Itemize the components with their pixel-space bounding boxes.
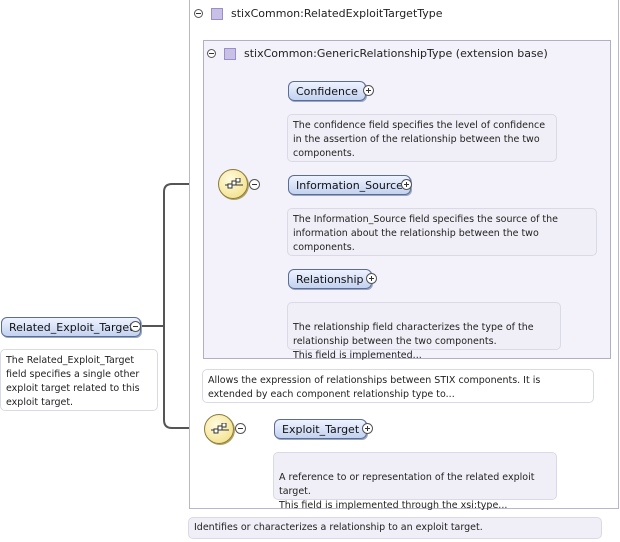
exploit-target-label: Exploit_Target [282,423,360,436]
root-element[interactable]: Related_Exploit_Target [1,317,142,337]
collapse-icon[interactable] [194,9,203,18]
expand-icon[interactable] [366,273,377,284]
complex-type-icon [211,7,223,20]
collapse-icon[interactable] [130,321,141,332]
complex-type-icon [224,47,236,60]
child-doc-relationship: The relationship field characterizes the… [287,302,561,361]
collapse-icon[interactable] [249,179,260,190]
root-element-label: Related_Exploit_Target [9,321,134,334]
outer-type-header: stixCommon:RelatedExploitTargetType [194,7,443,20]
sequence-compositor-icon[interactable] [204,414,234,444]
child-doc-confidence: The confidence field specifies the level… [287,114,557,162]
inner-type-doc-text: Allows the expression of relationships b… [208,375,541,400]
sequence-compositor-icon[interactable] [218,169,248,199]
child-doc-text: The confidence field specifies the level… [293,120,546,159]
child-element-confidence[interactable]: Confidence [288,81,366,101]
child-label: Relationship [296,273,364,286]
collapse-icon[interactable] [235,423,246,434]
expand-icon[interactable] [363,85,374,96]
child-label: Information_Source [296,179,403,192]
exploit-target-element[interactable]: Exploit_Target [274,419,368,439]
collapse-icon[interactable] [207,49,216,58]
child-doc-information-source: The Information_Source field specifies t… [287,208,597,256]
root-element-doc: The Related_Exploit_Target field specifi… [0,349,158,411]
inner-type-header: stixCommon:GenericRelationshipType (exte… [207,47,548,60]
root-doc-text: The Related_Exploit_Target field specifi… [6,355,140,408]
exploit-target-doc-text: A reference to or representation of the … [279,472,535,511]
child-doc-text: The relationship field characterizes the… [293,322,534,361]
child-label: Confidence [296,85,358,98]
child-doc-text: The Information_Source field specifies t… [293,214,559,253]
expand-icon[interactable] [401,179,412,190]
inner-type-name: stixCommon:GenericRelationshipType (exte… [244,47,548,60]
outer-type-name: stixCommon:RelatedExploitTargetType [231,7,443,20]
outer-type-doc-text: Identifies or characterizes a relationsh… [194,522,483,533]
inner-type-doc: Allows the expression of relationships b… [202,369,594,403]
expand-icon[interactable] [362,423,373,434]
child-element-relationship[interactable]: Relationship [288,269,372,289]
child-element-information-source[interactable]: Information_Source [288,175,411,195]
exploit-target-doc: A reference to or representation of the … [273,452,557,511]
outer-type-doc: Identifies or characterizes a relationsh… [188,517,602,539]
